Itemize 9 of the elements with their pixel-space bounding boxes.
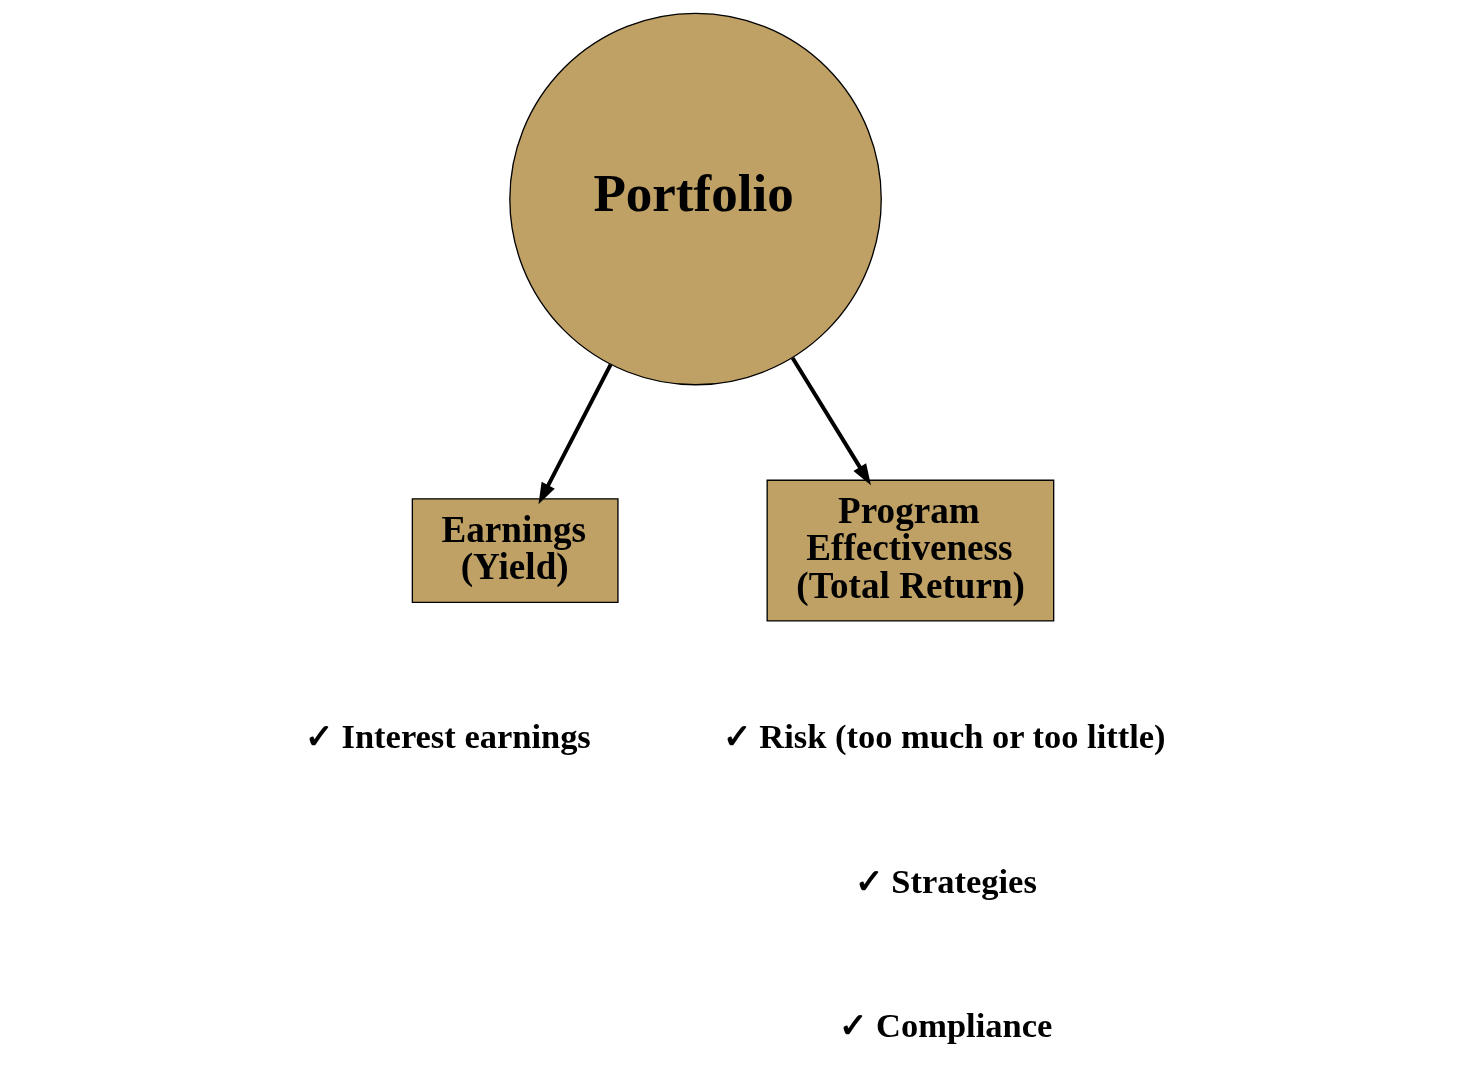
node-circle: Portfolio bbox=[509, 12, 882, 386]
node-box: Program Effectiveness (Total Return) bbox=[766, 479, 1055, 622]
label: ✓ Interest earnings bbox=[304, 716, 591, 755]
arrow bbox=[790, 356, 871, 486]
node-box: Earnings (Yield) bbox=[411, 498, 619, 603]
label: ✓ Compliance bbox=[839, 1006, 1053, 1045]
label: ✓ Risk (too much or too little) bbox=[722, 716, 1166, 755]
label: ✓ Strategies bbox=[854, 861, 1037, 900]
arrow bbox=[538, 363, 613, 505]
